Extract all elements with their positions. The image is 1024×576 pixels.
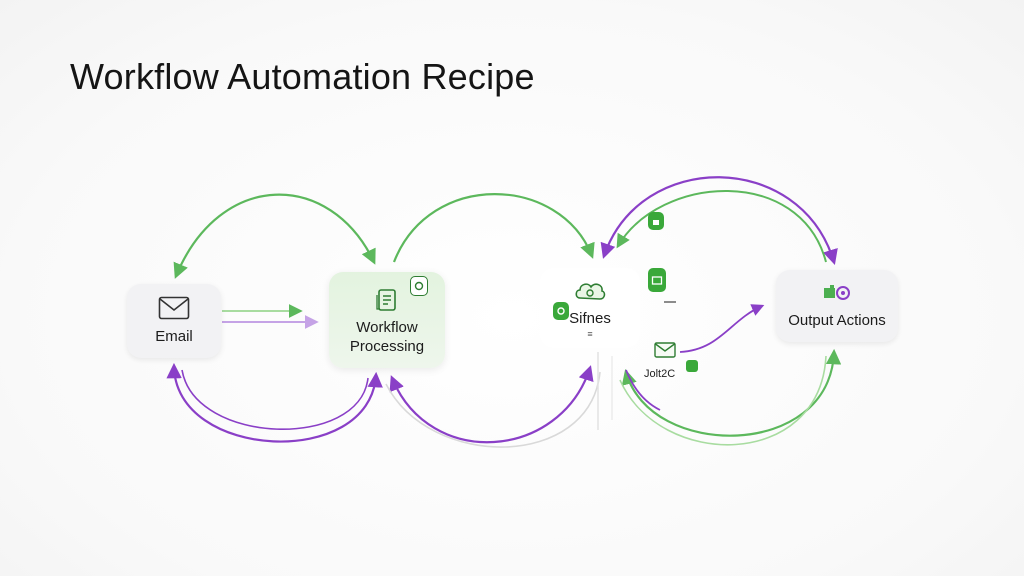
arc-email-workflow-bottom-2 [181,369,369,430]
lock-icon [653,220,659,225]
arc-email-workflow-bottom-1 [166,362,383,443]
arc-workflow-sifnes-bottom [389,365,594,444]
gear-icon [557,307,565,315]
solt-label: Jolt2C [644,368,676,380]
node-workflow-label-1: Workflow [356,319,418,337]
node-workflow-processing[interactable]: Workflow Processing [329,272,445,368]
node-email-label: Email [155,327,193,345]
arc-email-workflow-top [173,193,376,279]
envelope-icon [158,296,190,319]
puzzle-gear-icon [824,284,850,300]
top-small-badge-icon [648,212,664,230]
node-output-label: Output Actions [788,311,886,329]
document-icon [376,289,396,312]
small-envelope-icon [654,342,676,358]
link-icon [414,281,424,291]
arc-sifnes-output-top-purple [600,176,838,265]
arc-sifnes-output-top-green [616,190,827,263]
cloud-puzzle-icon [575,283,606,300]
node-output-actions[interactable]: Output Actions [776,270,898,342]
arc-sifnes-output-bottom-purple [625,369,661,411]
node-sifnes-label: Sifnes [569,310,611,327]
tag-badge-icon [686,360,698,372]
arc-workflow-sifnes-top [392,193,595,263]
arc-sifnes-output-bottom-2 [619,355,827,446]
page-title: Workflow Automation Recipe [70,56,535,97]
camera-icon [651,276,663,285]
sifnes-side-badge-icon [553,302,569,320]
workflow-badge-icon [410,276,428,296]
arc-sifnes-output-bottom-1 [621,348,842,437]
mid-small-badge-icon [648,268,666,292]
node-sifnes-sub: ≡ [587,328,593,339]
curve-envelope-output [679,304,765,353]
node-email[interactable]: Email [127,284,221,358]
arc-workflow-sifnes-bottom-faint [385,371,601,448]
node-workflow-label-2: Processing [349,338,425,355]
